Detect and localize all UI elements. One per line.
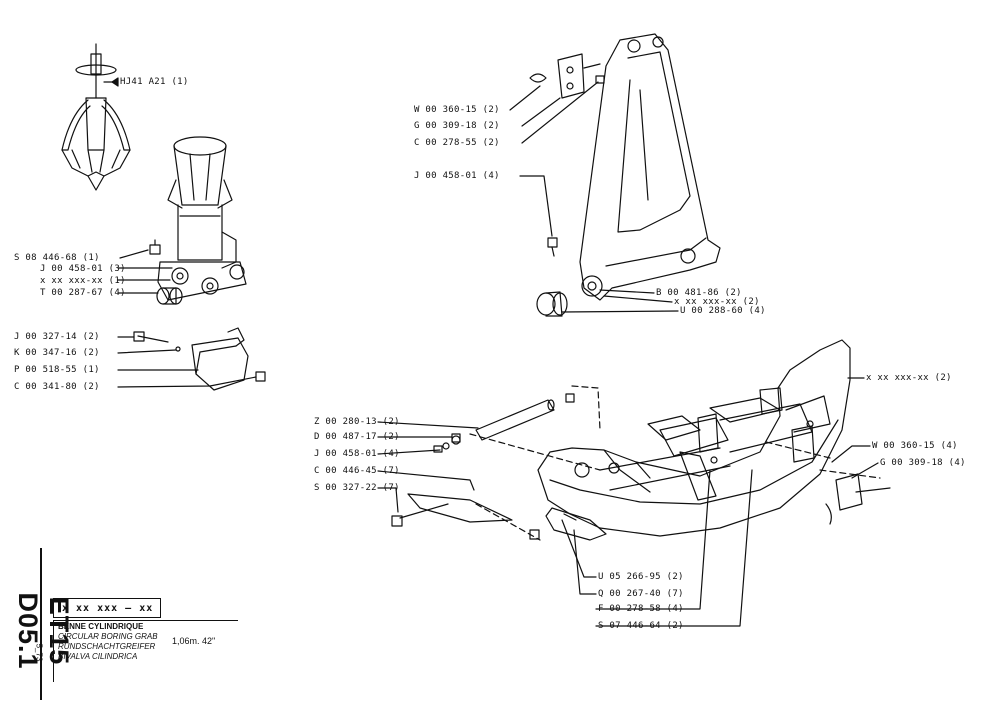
bracket-assembly [133, 327, 266, 391]
label-u00-288-60: U 00 288-60 (4) [680, 306, 766, 316]
title-texts: BENNE CYLINDRIQUE CIRCULAR BORING GRAB R… [58, 622, 158, 662]
label-z00-280-13: Z 00 280-13 (2) [314, 417, 400, 427]
reference-number: x xx xxx – xx [53, 598, 161, 618]
label-xx-2b: x xx xxx-xx (2) [866, 373, 952, 383]
label-j00-458-01-4a: J 00 458-01 (4) [414, 171, 500, 181]
label-s07-446-64: S 07 446-64 (2) [598, 621, 684, 631]
label-c00-341-80: C 00 341-80 (2) [14, 382, 100, 392]
label-k00-347-16: K 00 347-16 (2) [14, 348, 100, 358]
label-w00-360-15-4: W 00 360-15 (4) [872, 441, 958, 451]
label-j00-458-01-3: J 00 458-01 (3) [40, 264, 126, 274]
label-j00-458-01-4b: J 00 458-01 (4) [314, 449, 400, 459]
grab-overview-sketch [61, 43, 131, 191]
label-hj41: HJ41 A21 (1) [120, 77, 189, 87]
pin-and-tooth [391, 393, 575, 540]
label-q00-267-40: Q 00 267-40 (7) [598, 589, 684, 599]
title-block-rule [53, 620, 238, 621]
label-g00-309-18-2: G 00 309-18 (2) [414, 121, 500, 131]
sheet-date: 5_73 [34, 643, 44, 662]
label-f00-278-58: F 00 278-58 (4) [598, 604, 684, 614]
a-frame [529, 33, 721, 317]
label-xx-1: x xx xxx-xx (1) [40, 276, 126, 286]
label-b00-481-86: B 00 481-86 (2) [656, 288, 742, 298]
label-c00-278-55: C 00 278-55 (2) [414, 138, 500, 148]
label-u05-266-95: U 05 266-95 (2) [598, 572, 684, 582]
label-s08-446-68: S 08 446-68 (1) [14, 253, 100, 263]
label-d00-487-17: D 00 487-17 (2) [314, 432, 400, 442]
title-de: RUNDSCHACHTGREIFER [58, 642, 156, 651]
guide-cylinder [149, 136, 247, 305]
label-j00-327-14: J 00 327-14 (2) [14, 332, 100, 342]
label-s00-327-22: S 00 327-22 (7) [314, 483, 400, 493]
title-en: CIRCULAR BORING GRAB [58, 632, 158, 641]
label-p00-518-55: P 00 518-55 (1) [14, 365, 100, 375]
grab-bucket [537, 339, 891, 541]
label-t00-287-67: T 00 287-67 (4) [40, 288, 126, 298]
label-xx-2a: x xx xxx-xx (2) [674, 297, 760, 307]
label-c00-446-45: C 00 446-45 (7) [314, 466, 400, 476]
title-block-rule-left [53, 620, 54, 682]
title-block-divider [40, 548, 42, 700]
label-w00-360-15-2: W 00 360-15 (2) [414, 105, 500, 115]
title-fr: BENNE CYLINDRIQUE [58, 622, 144, 631]
label-g00-309-18-4: G 00 309-18 (4) [880, 458, 966, 468]
title-es: BIVALVA CILINDRICA [58, 652, 138, 661]
size-spec: 1,06m. 42" [172, 636, 216, 646]
